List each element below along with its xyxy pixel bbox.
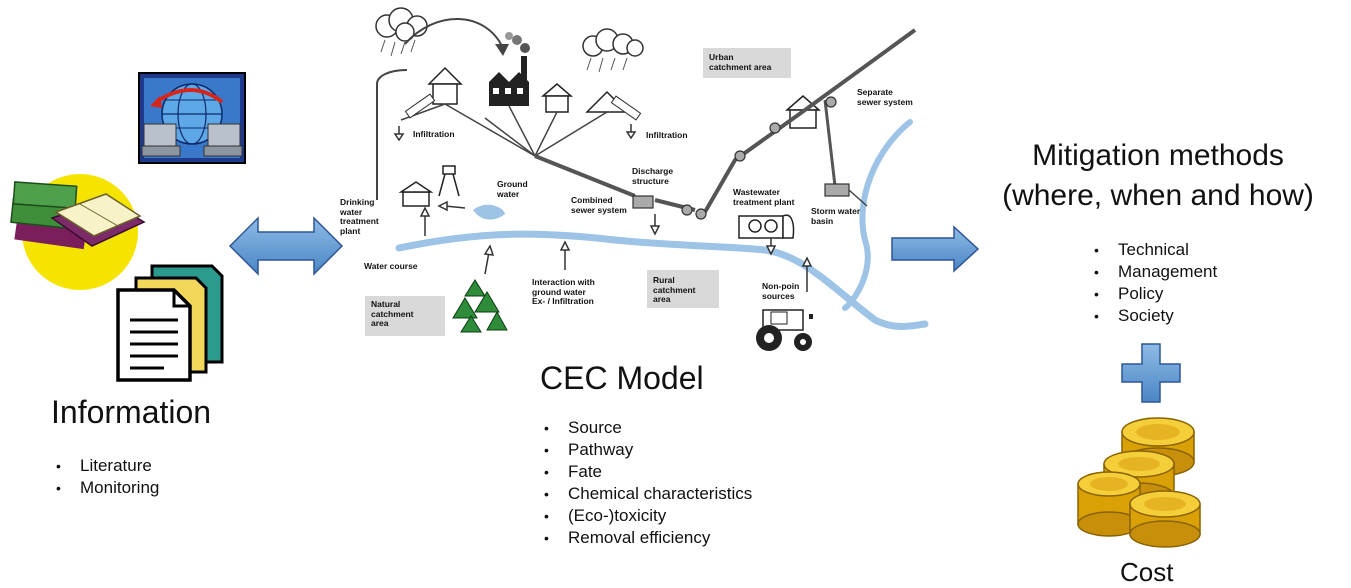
ground-water-label: Ground water [497,179,528,199]
natural-area-box [365,296,445,336]
infiltration-right-label: Infiltration [646,130,688,140]
information-title: Information [51,394,212,430]
network-globe-icon [138,72,246,164]
non-point-label: Non-poin sources [762,281,800,301]
rain-cloud-icon [582,28,644,57]
list-item: Society [1090,305,1217,327]
list-item: Chemical characteristics [540,483,752,505]
list-item: Policy [1090,283,1217,305]
mitigation-title: Mitigation methods (where, when and how) [1002,139,1314,212]
list-item: Fate [540,461,752,483]
wastewater-plant-icon [738,214,795,239]
drinking-water-plant-icon [398,165,460,207]
interaction-label: Interaction with ground water Ex- / Infi… [532,277,595,306]
list-item: Management [1090,261,1217,283]
list-item: Source [540,417,752,439]
list-item: Monitoring [52,477,159,499]
drinking-water-label: Drinking water treatment plant [340,197,379,236]
list-item: Literature [52,455,159,477]
model-title: CEC Model [540,360,704,396]
list-item: Removal efficiency [540,527,752,549]
mitigation-list: Technical Management Policy Society [1090,239,1217,327]
model-list: Source Pathway Fate Chemical characteris… [540,417,752,549]
urban-area-label: Urban catchment area [709,52,772,72]
storm-basin-label: Storm water basin [811,206,861,226]
combined-sewer-label: Combined sewer system [571,195,627,215]
wwtp-label: Wastewater treatment plant [733,187,795,207]
list-item: Technical [1090,239,1217,261]
right-arrow-icon [891,225,980,273]
cec-system-diagram: Urban catchment area Separate sewer syst… [335,0,935,360]
rural-area-label: Rural catchment area [653,275,696,304]
rain-cloud-icon [375,7,428,42]
tractor-icon [756,309,813,351]
factory-icon [489,32,530,106]
rural-area-box [647,270,719,308]
separate-sewer-label: Separate sewer system [857,87,913,107]
plus-icon [1121,343,1181,403]
discharge-label: Discharge structure [632,166,674,186]
natural-area-label: Natural catchment area [371,299,414,328]
coins-icon [1077,417,1201,548]
documents-icon [116,264,224,382]
infiltration-left-label: Infiltration [413,129,455,139]
list-item: (Eco-)toxicity [540,505,752,527]
information-section: Information Literature Monitoring [0,0,246,588]
information-list: Literature Monitoring [52,455,159,499]
water-course-label: Water course [364,261,418,271]
trees-icon [452,279,508,333]
diagram-drawing [375,7,929,351]
books-icon [10,174,146,290]
urban-area-box [703,48,791,78]
double-arrow-icon [228,216,344,276]
cost-title: Cost [1120,557,1174,587]
list-item: Pathway [540,439,752,461]
